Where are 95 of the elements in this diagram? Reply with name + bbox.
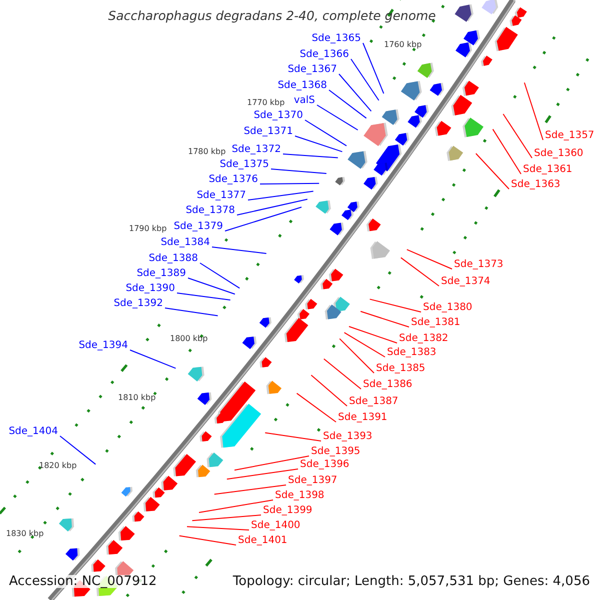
leader-line: [328, 90, 367, 119]
leader-line: [304, 120, 347, 146]
leader-line: [224, 206, 302, 232]
gene-label: Sde_1371: [244, 127, 293, 137]
leader-line: [198, 500, 274, 513]
leader-line: [475, 153, 510, 190]
gene-label: Sde_1363: [511, 180, 560, 190]
leader-line: [260, 182, 320, 184]
gene-label: Sde_1357: [545, 131, 594, 141]
leader-line: [234, 456, 310, 471]
leader-line: [338, 74, 372, 112]
scale-label: 1800 kbp: [170, 335, 208, 343]
leader-line: [248, 190, 314, 200]
gene-label: Sde_1381: [411, 318, 460, 328]
gene-label: Sde_1384: [160, 238, 210, 248]
scale-label: 1780 kbp: [188, 148, 226, 156]
gene-label: Sde_1372: [232, 145, 281, 155]
leader-line: [369, 298, 422, 312]
scale-label: 1830 kbp: [6, 530, 44, 538]
leader-line: [130, 350, 176, 369]
leader-line: [350, 58, 380, 101]
gene-label: Sde_1401: [238, 536, 288, 546]
gene-label: Sde_1397: [288, 476, 338, 486]
gene-label: Sde_1398: [275, 491, 324, 501]
leader-line: [264, 432, 322, 442]
leader-line: [200, 262, 240, 289]
leader-line: [524, 82, 544, 140]
gene-label: Sde_1360: [534, 149, 584, 159]
leader-line: [348, 326, 398, 344]
gene-label: Sde_1367: [288, 65, 337, 75]
gene-label: Sde_1391: [338, 413, 388, 423]
scale-label: 1820 kbp: [39, 462, 77, 470]
gene-label: Sde_1396: [300, 460, 350, 470]
footer-text: Topology: circular; Length: 5,057,531 bp; Genes: 4,056: [232, 575, 590, 588]
leader-line: [316, 104, 358, 130]
leader-line: [186, 526, 250, 530]
title: Saccharophagus degradans 2-40, complete genome: [108, 10, 436, 22]
gene-label: Sde_1374: [441, 277, 490, 287]
scale-label: 1760 kbp: [384, 41, 422, 49]
gene-label: Sde_1373: [454, 260, 504, 270]
gene-label: Sde_1377: [196, 191, 246, 201]
leader-line: [192, 514, 262, 522]
gene-label: Sde_1394: [78, 341, 128, 351]
gene-label: Sde_1388: [148, 254, 198, 264]
scale-label: 1790 kbp: [129, 225, 167, 233]
gene-label: Sde_1404: [8, 427, 58, 437]
gene-label: Sde_1376: [208, 175, 258, 185]
gene-label: Sde_1368: [278, 81, 327, 91]
leader-line: [492, 128, 522, 174]
leader-line: [236, 198, 308, 216]
gene-label: Sde_1386: [363, 380, 412, 390]
gene-label: Sde_1370: [254, 111, 303, 121]
leader-line: [178, 535, 236, 546]
leader-line: [282, 154, 338, 158]
leader-line: [214, 484, 286, 495]
leader-line: [176, 292, 231, 300]
gene-label: Sde_1399: [263, 506, 312, 516]
leader-line: [502, 114, 532, 158]
gene-label: Sde_1395: [311, 447, 360, 457]
gene-label: Sde_1379: [174, 222, 223, 232]
leader-line: [400, 257, 440, 286]
leader-line: [294, 136, 343, 152]
gene-label: Sde_1382: [399, 334, 448, 344]
footer-text: Accession: NC_007912: [9, 575, 157, 588]
leader-line: [164, 308, 218, 316]
gene-label: Sde_1365: [312, 34, 361, 44]
gene-label: Sde_1385: [376, 364, 426, 374]
gene-label: Sde_1375: [220, 160, 269, 170]
scale-label: 1810 kbp: [118, 394, 156, 402]
gene-label: Sde_1378: [186, 206, 235, 216]
leader-line: [362, 42, 384, 94]
gene-label: Sde_1387: [349, 397, 398, 407]
leader-line: [310, 374, 348, 406]
gene-label: Sde_1400: [251, 521, 300, 531]
gene-label: Sde_1389: [136, 269, 186, 279]
gene-label: Sde_1392: [114, 299, 163, 309]
gene-label: Sde_1383: [387, 348, 436, 358]
leader-line: [212, 246, 267, 254]
leader-line: [188, 278, 236, 295]
leader-line: [323, 358, 362, 390]
scale-label: 1770 kbp: [247, 99, 285, 107]
leader-line: [296, 392, 336, 422]
leader-line: [339, 338, 374, 374]
leader-line: [360, 310, 410, 328]
gene-label: Sde_1393: [323, 432, 372, 442]
gene-label: Sde_1361: [523, 165, 572, 175]
gene-label: Sde_1390: [126, 284, 175, 294]
leader-line: [226, 468, 298, 480]
leader-line: [406, 249, 452, 270]
gene-label: Sde_1380: [423, 303, 472, 313]
gene-label: valS: [294, 96, 315, 106]
gene-label: Sde_1366: [300, 50, 349, 60]
leader-line: [344, 332, 386, 358]
leader-line: [270, 168, 327, 174]
leader-line: [60, 436, 96, 465]
